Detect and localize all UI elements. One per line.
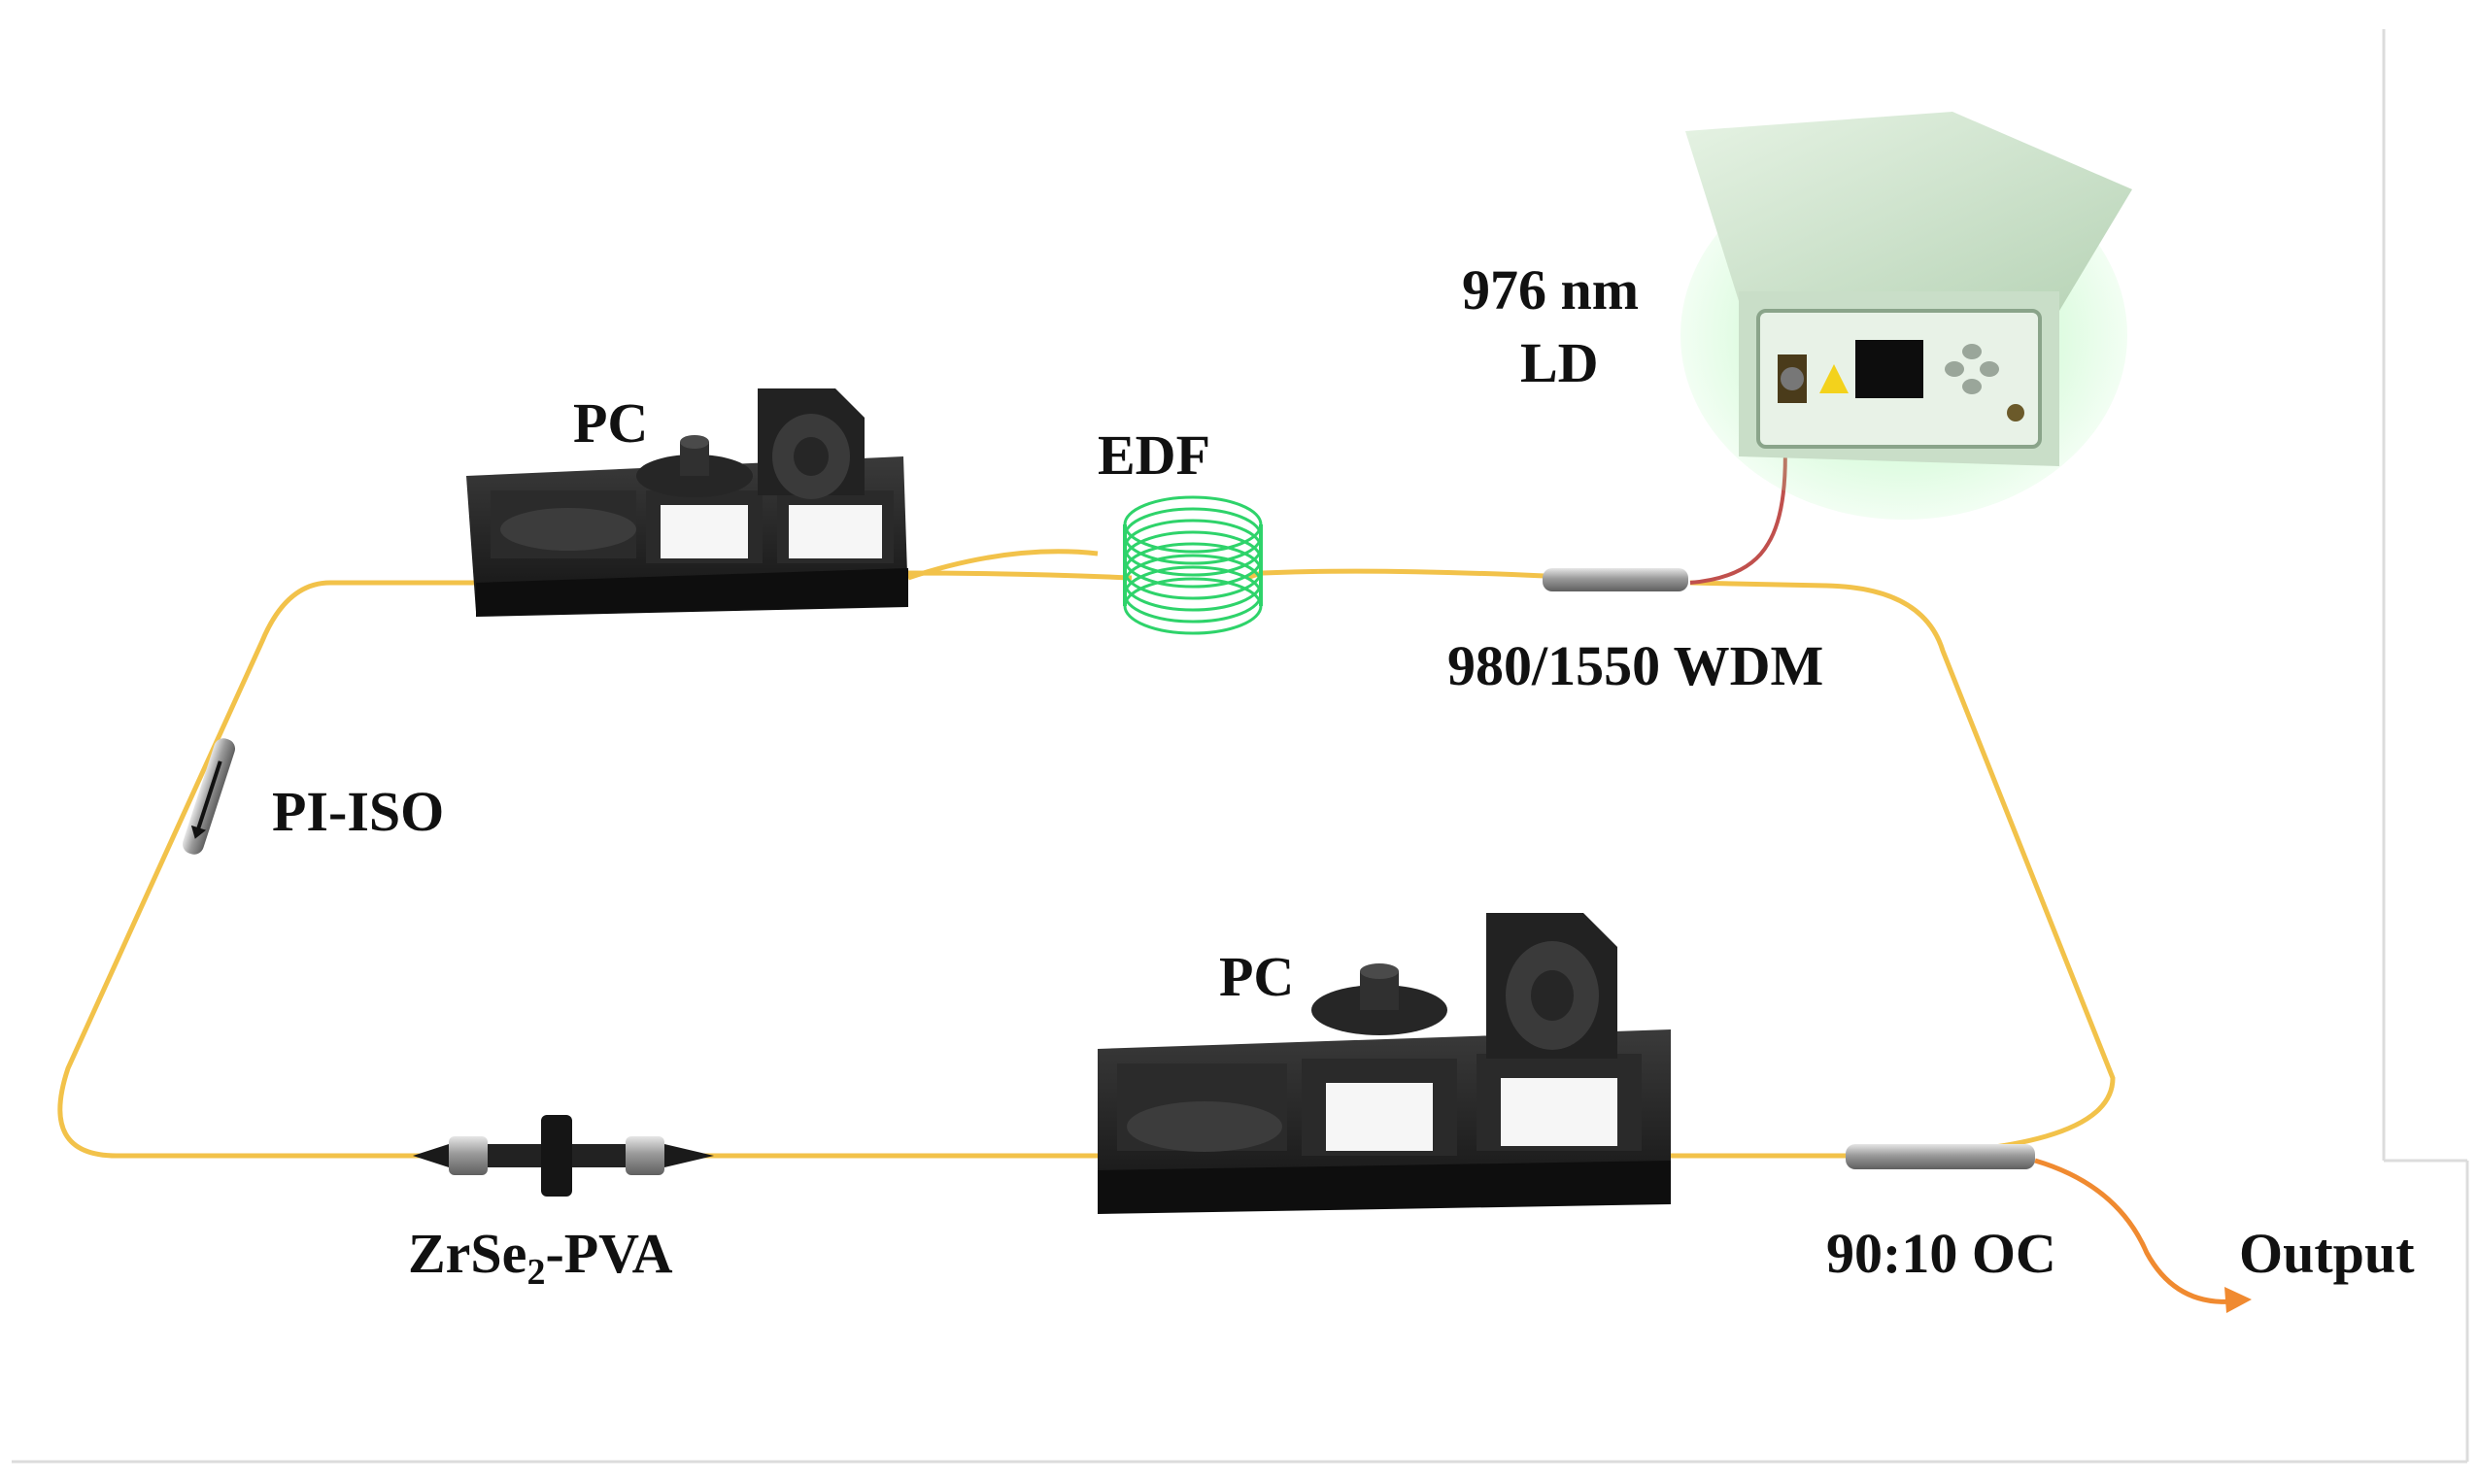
ld-label-line1: 976 nm xyxy=(1462,258,1639,321)
output-label: Output xyxy=(2239,1222,2415,1285)
oc-coupler xyxy=(1846,1144,2035,1169)
edf-coil xyxy=(1123,495,1263,635)
ld-label-line2: LD xyxy=(1520,331,1599,394)
pc-top-label: PC xyxy=(573,391,648,455)
pi-iso-isolator xyxy=(182,738,236,855)
fiber-edf-link xyxy=(907,549,1099,581)
edf-label: EDF xyxy=(1098,423,1210,487)
wdm-label: 980/1550 WDM xyxy=(1447,634,1823,697)
polarization-controller-top xyxy=(466,388,908,617)
pi-iso-label: PI-ISO xyxy=(272,780,444,843)
output-arrow xyxy=(2034,1158,2235,1304)
frame-lines xyxy=(12,29,2469,1464)
saturable-absorber-connector xyxy=(413,1115,714,1197)
pump-laser-diode xyxy=(1680,112,2132,520)
sa-label: ZrSe2-PVA xyxy=(408,1222,673,1293)
wdm-coupler xyxy=(1543,568,1688,591)
output-arrow-head xyxy=(2224,1287,2252,1313)
oc-label: 90:10 OC xyxy=(1826,1222,2056,1285)
sa-label-suffix: -PVA xyxy=(545,1222,672,1285)
pc-bottom-label: PC xyxy=(1219,945,1294,1008)
polarization-controller-bottom xyxy=(1098,913,1671,1214)
sa-label-subscript: 2 xyxy=(526,1252,545,1293)
sa-label-main: ZrSe xyxy=(408,1222,526,1285)
